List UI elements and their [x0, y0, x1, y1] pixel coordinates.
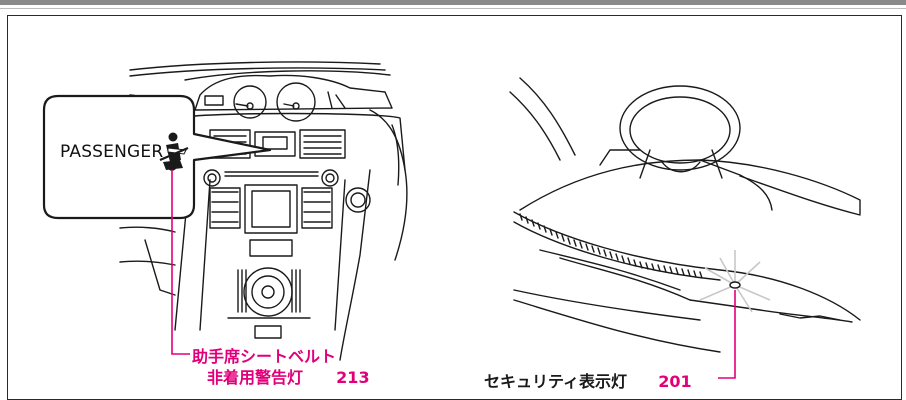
top-rule: [0, 0, 906, 5]
security-indicator-flash: [699, 250, 771, 313]
right-label-page-ref[interactable]: 201: [658, 372, 692, 391]
right-label-text: セキュリティ表示灯: [484, 372, 628, 391]
left-label-page-ref[interactable]: 213: [336, 368, 370, 387]
left-leader-line: [171, 170, 190, 355]
security-indicator-light: [729, 281, 741, 289]
right-leader-line: [718, 290, 736, 379]
top-rule-thin: [0, 8, 906, 9]
passenger-text: PASSENGER: [60, 142, 164, 162]
left-label-line1: 助手席シートベルト: [192, 347, 337, 366]
windshield-illustration: [509, 77, 861, 353]
dashboard-illustration: [119, 61, 408, 361]
passenger-callout: [42, 94, 272, 220]
left-label-text: 非着用警告灯: [207, 368, 304, 387]
right-label: セキュリティ表示灯 201: [484, 368, 692, 392]
seatbelt-person-icon: [159, 132, 189, 171]
left-label-line2: 非着用警告灯 213: [207, 364, 370, 388]
